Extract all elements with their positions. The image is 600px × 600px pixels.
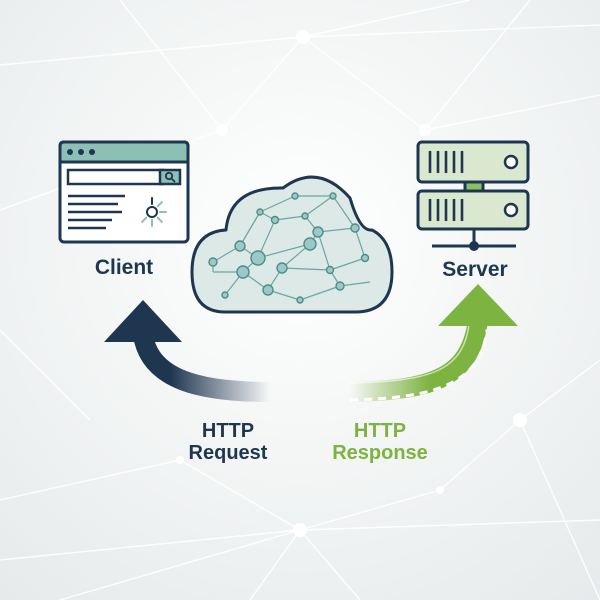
server-label: Server [442, 258, 508, 281]
search-icon [164, 171, 176, 183]
http-request-label-line1: HTTP [201, 420, 255, 442]
http-response-label: HTTP Response [310, 420, 450, 464]
http-request-label: HTTP Request [158, 420, 298, 464]
http-response-label-line1: HTTP [353, 420, 407, 442]
http-request-label-line2: Request [188, 442, 268, 464]
client-label: Client [94, 256, 154, 279]
http-response-label-line2: Response [332, 442, 428, 464]
spinner-icon [141, 197, 167, 227]
